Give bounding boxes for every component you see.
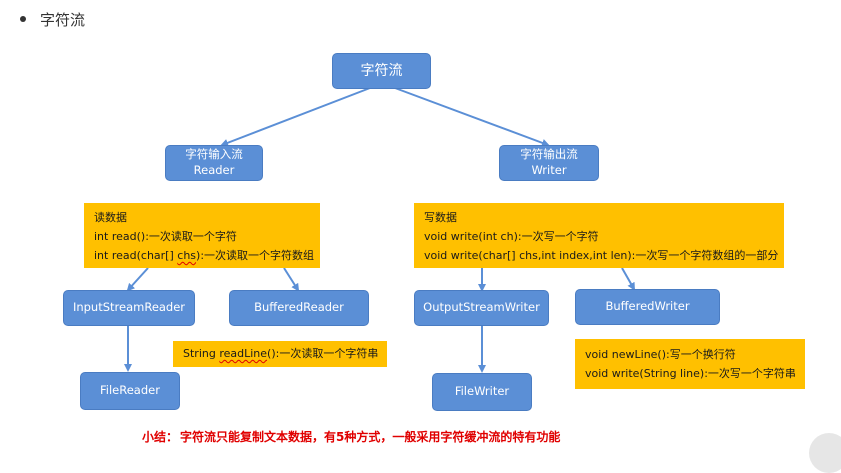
root-box-char-stream: 字符流 [332,53,431,89]
reader-note-line2: int read(char[] chs):一次读取一个字符数组 [94,249,315,262]
reader-to-bufferedreader-line [283,267,300,292]
readline-note: String readLine():一次读取一个字符串 [173,341,387,367]
bullet-dot [20,16,26,22]
root-to-reader-line [220,87,371,147]
writer-box-title: 字符输出流 [520,147,578,162]
reader-box: 字符输入流 Reader [165,145,263,181]
inputstreamreader-box: InputStreamReader [63,290,195,326]
outputstreamwriter-box: OutputStreamWriter [414,290,549,326]
writer-note-line2: void write(char[] chs,int index,int len)… [424,249,779,262]
bullet-text: 字符流 [40,10,86,29]
writer-box-subtitle: Writer [531,163,567,177]
readline-method: readLine [219,347,268,360]
root-box-label: 字符流 [360,62,403,79]
bufferedwriter-box: BufferedWriter [575,289,720,325]
bufferedwriter-label: BufferedWriter [605,299,690,314]
bufferedwriter-note-line1: void newLine():写一个换行符 [585,348,736,361]
filewriter-box: FileWriter [432,373,532,411]
root-to-writer-line [394,87,550,147]
bufferedwriter-methods-note: void newLine():写一个换行符 void write(String … [575,339,805,389]
reader-note-heading: 读数据 [94,211,127,224]
reader-note-line1: int read():一次读取一个字符 [94,230,237,243]
filereader-label: FileReader [100,383,160,398]
outputstreamwriter-label: OutputStreamWriter [423,300,540,315]
inputstreamreader-label: InputStreamReader [72,300,186,315]
reader-box-title: 字符输入流 [185,147,243,162]
writer-note-line1: void write(int ch):一次写一个字符 [424,230,599,243]
writer-box: 字符输出流 Writer [499,145,599,181]
summary-text: 小结：字符流只能复制文本数据，有5种方式，一般采用字符缓冲流的特有功能 [142,428,560,445]
filereader-box: FileReader [80,372,180,410]
summary-label: 小结： [142,430,179,444]
reader-methods-note: 读数据 int read():一次读取一个字符 int read(char[] … [84,203,320,268]
bufferedreader-box: BufferedReader [229,290,369,326]
summary-body: 字符流只能复制文本数据，有5种方式，一般采用字符缓冲流的特有功能 [180,430,561,444]
bullet-item: 字符流 [20,8,85,30]
bufferedreader-label: BufferedReader [254,300,344,315]
corner-decoration [809,433,841,473]
reader-box-subtitle: Reader [193,163,235,177]
writer-note-heading: 写数据 [424,211,457,224]
writer-methods-note: 写数据 void write(int ch):一次写一个字符 void writ… [414,203,784,268]
connector-lines [124,87,635,373]
writer-to-bufferedwriter-line [621,267,635,291]
filewriter-label: FileWriter [454,384,510,399]
bufferedwriter-note-line2: void write(String line):一次写一个字符串 [585,367,796,380]
reader-to-inputstreamreader-line [126,267,149,292]
